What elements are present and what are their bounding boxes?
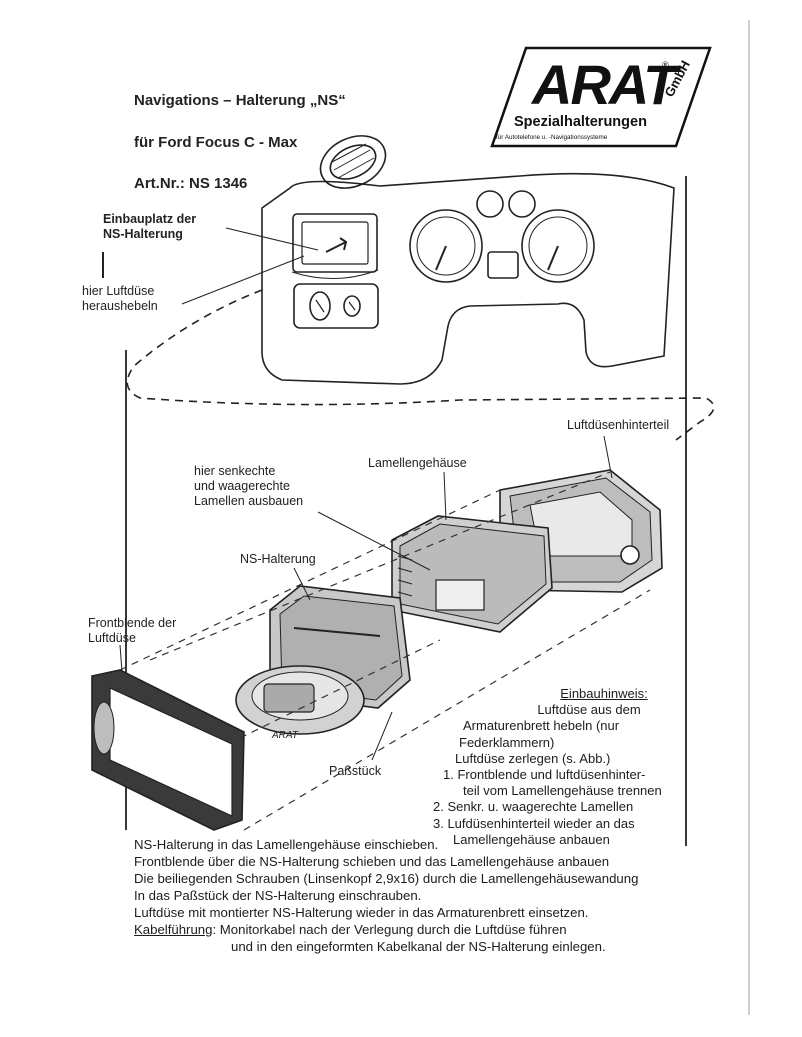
switch-block xyxy=(293,283,379,329)
notes-step: 2. Senkr. u. waagerechte Lamellen xyxy=(433,799,634,815)
logo-registered: ® xyxy=(662,60,669,70)
instruction-line: Frontblende über die NS-Halterung schieb… xyxy=(134,854,610,869)
upper-vent xyxy=(319,135,387,189)
install-notes: Einbauhinweis: Luftdüse aus dem Armature… xyxy=(433,686,719,848)
left-gauge xyxy=(409,209,483,283)
article-number: Art.Nr.: NS 1346 xyxy=(134,175,248,192)
logo-subtagline: für Autotelefone u. -Navigationssysteme xyxy=(496,134,608,141)
label-ns-holder: NS-Halterung xyxy=(240,552,316,566)
install-slot xyxy=(292,213,378,273)
notes-step: Lamellengehäuse anbauen xyxy=(453,831,610,847)
notes-step: 1. Frontblende und luftdüsenhinter- xyxy=(443,767,646,783)
instruction-line: NS-Halterung in das Lamellengehäuse eins… xyxy=(134,837,439,852)
logo-brand: ARAT xyxy=(530,53,682,116)
instructions-block: NS-Halterung in das Lamellengehäuse eins… xyxy=(134,836,704,955)
notes-step: teil vom Lamellengehäuse trennen xyxy=(463,783,662,799)
notes-line: Luftdüse aus dem xyxy=(537,702,641,718)
notes-line: Luftdüse zerlegen (s. Abb.) xyxy=(455,750,611,766)
fitting-stamp: ARAT xyxy=(271,730,299,741)
notes-line: Federklammern) xyxy=(459,734,555,750)
cable-routing-label: Kabelführung xyxy=(134,922,213,937)
scan-edge xyxy=(748,20,750,1015)
label-vent-rear: Luftdüsenhinterteil xyxy=(567,418,670,432)
logo-tagline: Spezialhalterungen xyxy=(514,114,647,130)
label-remove-vent: hier Luftdüse heraushebeln xyxy=(82,284,158,313)
dashed-connector xyxy=(126,289,715,441)
label-install-place: Einbauplatz der NS-Halterung xyxy=(103,212,197,241)
instruction-line: In das Paßstück der NS-Halterung einschr… xyxy=(134,888,422,903)
label-front-panel: Frontblende der Luftdüse xyxy=(88,616,177,645)
arat-logo: ARAT ® GmbH Spezialhalterungen für Autot… xyxy=(490,46,712,148)
instruction-line: Die beiliegenden Schrauben (Linsenkopf 2… xyxy=(134,871,639,886)
document-title: Navigations – Halterung „NS“ xyxy=(134,92,346,109)
cable-routing-line: Kabelführung: Monitorkabel nach der Verl… xyxy=(134,922,567,937)
dashboard-outline xyxy=(261,172,675,385)
vehicle-line: für Ford Focus C - Max xyxy=(134,134,298,151)
notes-line: Armaturenbrett hebeln (nur xyxy=(463,718,620,734)
label-lamella-housing: Lamellengehäuse xyxy=(368,456,467,470)
right-gauge xyxy=(521,209,595,283)
label-remove-lamellae: hier senkechte und waagerechte Lamellen … xyxy=(194,464,304,508)
instruction-line: Luftdüse mit montierter NS-Halterung wie… xyxy=(134,905,589,920)
cable-routing-line: und in den eingeformten Kabelkanal der N… xyxy=(231,939,606,954)
notes-heading: Einbauhinweis: xyxy=(560,686,648,701)
notes-step: 3. Lufdüsenhinterteil wieder an das xyxy=(433,815,635,831)
label-fitting: Paßstück xyxy=(329,764,382,778)
